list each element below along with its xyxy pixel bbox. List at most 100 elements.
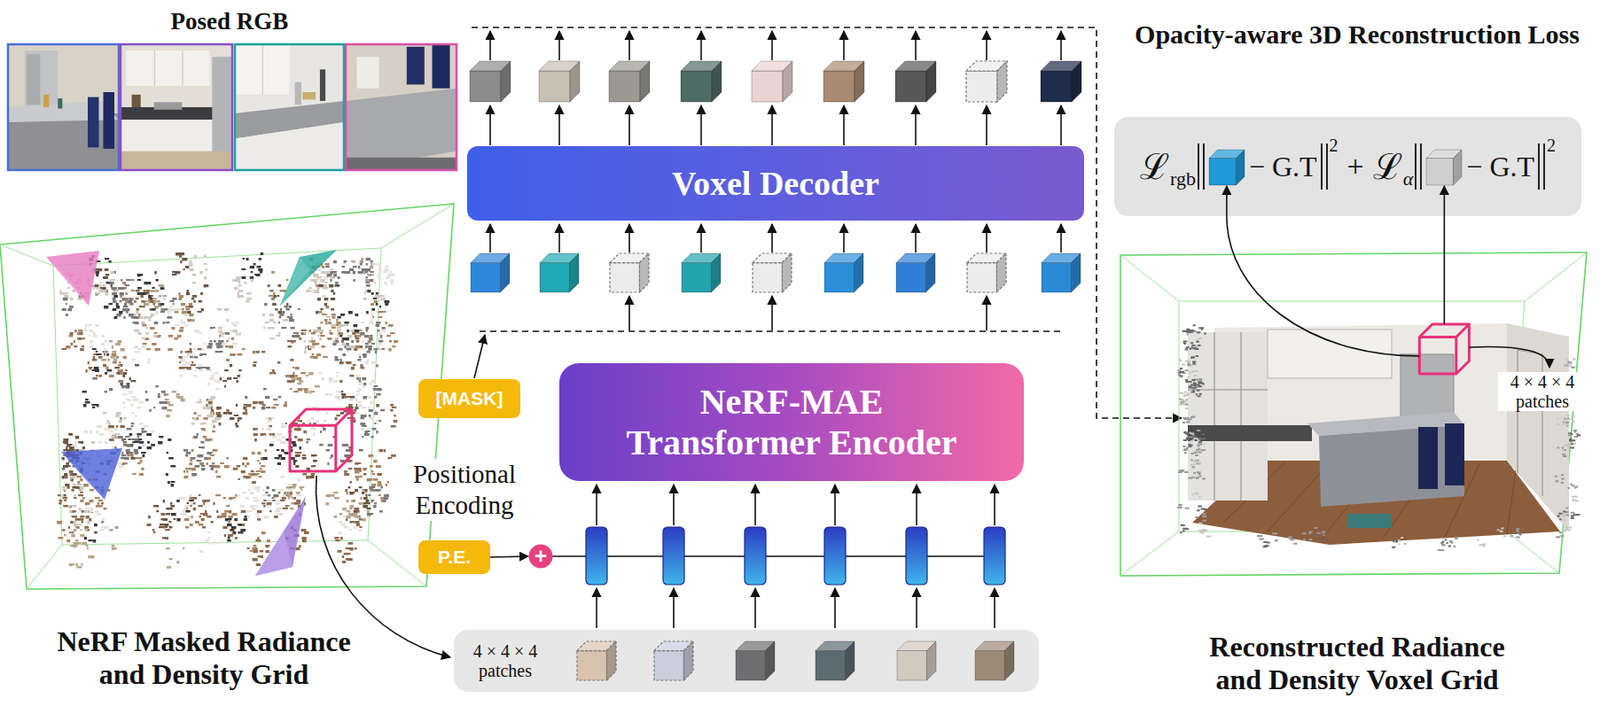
output-voxel-side	[640, 61, 650, 102]
formula-text: α	[1403, 169, 1414, 189]
kitchen-chair	[1418, 427, 1438, 490]
output-voxel-front	[469, 70, 501, 102]
flow-arrow	[771, 31, 773, 61]
flow-arrow	[915, 484, 918, 526]
photo-detail	[154, 50, 156, 86]
leader-arrow	[1468, 346, 1550, 368]
patch-cube	[815, 641, 855, 681]
norm-bar	[1536, 140, 1547, 193]
token-voxel	[896, 253, 936, 293]
formula-text: rgb	[1170, 169, 1196, 189]
patch-cube-side	[764, 641, 775, 681]
flow-arrow	[1060, 105, 1062, 146]
patch-cube-side	[606, 641, 617, 681]
flow-arrow	[700, 31, 703, 61]
patch-cube	[897, 641, 937, 681]
camera-face	[255, 531, 293, 577]
photo-detail	[262, 44, 264, 95]
formula-row: ℒrgb− G.T2+ℒα− G.T2	[1139, 140, 1556, 193]
flow-arrow	[834, 484, 836, 526]
flow-arrow	[771, 296, 773, 331]
flow-arrow	[771, 105, 773, 146]
patch-cube-front	[975, 651, 1005, 681]
flow-arrow	[628, 105, 631, 146]
dashed-flow-arrow	[471, 27, 1182, 419]
token-voxel-side	[639, 253, 649, 293]
add-circle-shape	[529, 545, 554, 570]
reconstruction-fringe	[1177, 330, 1579, 552]
flow-arrow	[985, 296, 988, 331]
formula-text: − G.T	[1248, 152, 1318, 181]
formula-text: +	[1347, 151, 1365, 182]
output-voxel-side	[854, 61, 865, 102]
output-voxel-front	[680, 70, 712, 102]
norm-line	[1326, 143, 1328, 190]
token-voxel	[681, 253, 721, 293]
formula-cube-side	[1453, 149, 1463, 186]
posed-photo	[7, 44, 119, 171]
photo-detail	[234, 44, 290, 95]
photo-detail	[125, 50, 211, 86]
patch-cube	[975, 641, 1015, 681]
connector-arrow	[490, 556, 529, 558]
kitchen-island	[1319, 425, 1465, 508]
formula-text: ℒ	[1373, 148, 1403, 185]
photo-detail	[432, 44, 451, 89]
pointer-line	[1226, 216, 1420, 357]
selected-patch	[289, 409, 352, 472]
camera-face	[280, 257, 311, 306]
formula-cube-front	[1426, 158, 1453, 186]
point-cloud	[56, 257, 399, 553]
reconstructed-kitchen	[1187, 323, 1569, 546]
camera-frustum	[280, 249, 337, 306]
photo-frame	[345, 44, 457, 171]
photo-detail	[7, 101, 119, 123]
pointer-arrow	[1225, 186, 1228, 217]
photo-detail	[120, 151, 233, 171]
patch-cube	[735, 641, 775, 681]
photo-detail	[103, 92, 116, 149]
point-cloud	[71, 263, 396, 554]
token-voxel-front	[896, 263, 926, 293]
flow-arrow	[914, 105, 917, 146]
camera-face	[46, 257, 89, 306]
kitchen-rug	[1347, 514, 1392, 529]
patch-cube-front	[654, 651, 684, 681]
flow-arrow	[985, 105, 988, 146]
formula-text: ℒ	[1139, 148, 1170, 185]
output-voxel-side	[500, 61, 511, 102]
flow-arrow	[834, 588, 836, 629]
camera-frustum	[46, 250, 100, 306]
flow-arrow	[842, 31, 845, 61]
norm-line	[1414, 143, 1417, 190]
output-voxel	[1040, 61, 1082, 102]
token-voxel-side	[925, 253, 936, 293]
photo-detail	[87, 97, 100, 149]
flow-arrow	[754, 588, 757, 629]
formula-cube	[1209, 149, 1245, 186]
flow-arrow	[771, 224, 773, 253]
token-voxel-front	[539, 263, 570, 293]
token-voxel-side	[710, 253, 721, 293]
photo-background	[345, 44, 457, 171]
norm-bar	[1195, 140, 1207, 193]
flow-arrow	[1060, 224, 1062, 253]
output-voxel	[823, 61, 865, 102]
flow-arrow	[489, 31, 492, 61]
patch-cube-front	[815, 651, 845, 681]
encoder-box: NeRF-MAE Transformer Encoder	[559, 363, 1024, 482]
panel-title: Opacity-aware 3D Reconstruction Loss	[1126, 19, 1588, 51]
camera-frustum	[255, 496, 306, 577]
formula-cube	[1426, 149, 1462, 186]
scene-box-edges	[0, 203, 454, 590]
mask-tag: [MASK]	[418, 379, 521, 419]
point-cloud	[62, 257, 390, 516]
point-cloud	[63, 257, 374, 570]
flow-arrow	[985, 31, 988, 61]
formula-text: − G.T	[1466, 152, 1535, 181]
photo-detail	[320, 69, 326, 102]
photo-detail	[24, 50, 59, 108]
figure-caption: Reconstructed Radiance and Density Voxel…	[1139, 631, 1575, 697]
norm-line	[1202, 143, 1205, 190]
output-voxel-front	[608, 70, 640, 102]
